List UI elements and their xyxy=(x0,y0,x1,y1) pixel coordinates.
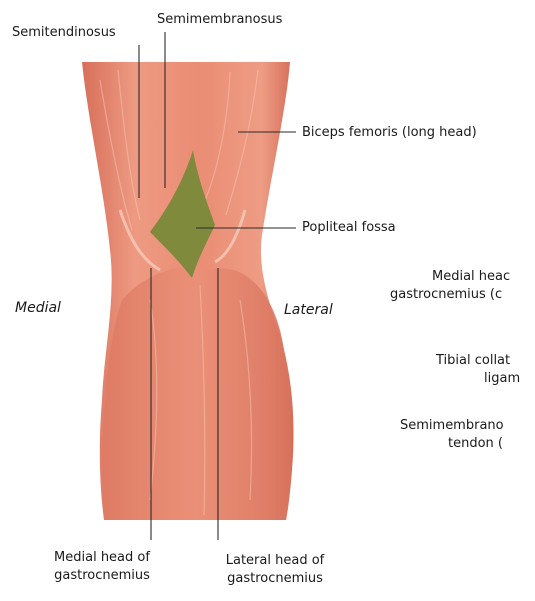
label-semimembranosus: Semimembranosus xyxy=(157,11,282,29)
label-cut-semimembranosus-line1: Semimembrano xyxy=(400,417,535,435)
label-lateral-head-line2: gastrocnemius xyxy=(205,570,345,588)
label-lateral-head-line1: Lateral head of xyxy=(205,552,345,570)
label-lateral: Lateral xyxy=(284,301,333,319)
label-semitendinosus: Semitendinosus xyxy=(12,24,116,42)
label-medial-head-gastrocnemius: Medial head of gastrocnemius xyxy=(32,549,172,585)
label-cut-tibial-line1: Tibial collat xyxy=(436,352,535,370)
label-lateral-head-gastrocnemius: Lateral head of gastrocnemius xyxy=(205,552,345,588)
label-medial: Medial xyxy=(15,299,61,317)
label-popliteal-fossa: Popliteal fossa xyxy=(302,219,396,237)
label-cut-medial-head-line1: Medial heac xyxy=(390,268,535,286)
label-medial-head-line2: gastrocnemius xyxy=(32,567,172,585)
label-cut-semimembranosus-tendon: Semimembrano tendon ( xyxy=(400,417,535,453)
label-cut-tibial-collateral: Tibial collat ligam xyxy=(436,352,535,388)
label-biceps-femoris: Biceps femoris (long head) xyxy=(302,124,477,142)
label-cut-medial-head: Medial heac gastrocnemius (c xyxy=(390,268,535,304)
label-cut-tibial-line2: ligam xyxy=(436,370,535,388)
label-medial-head-line1: Medial head of xyxy=(32,549,172,567)
label-cut-semimembranosus-line2: tendon ( xyxy=(400,435,535,453)
gastrocnemius-shape xyxy=(103,267,290,520)
label-cut-medial-head-line2: gastrocnemius (c xyxy=(390,286,535,304)
